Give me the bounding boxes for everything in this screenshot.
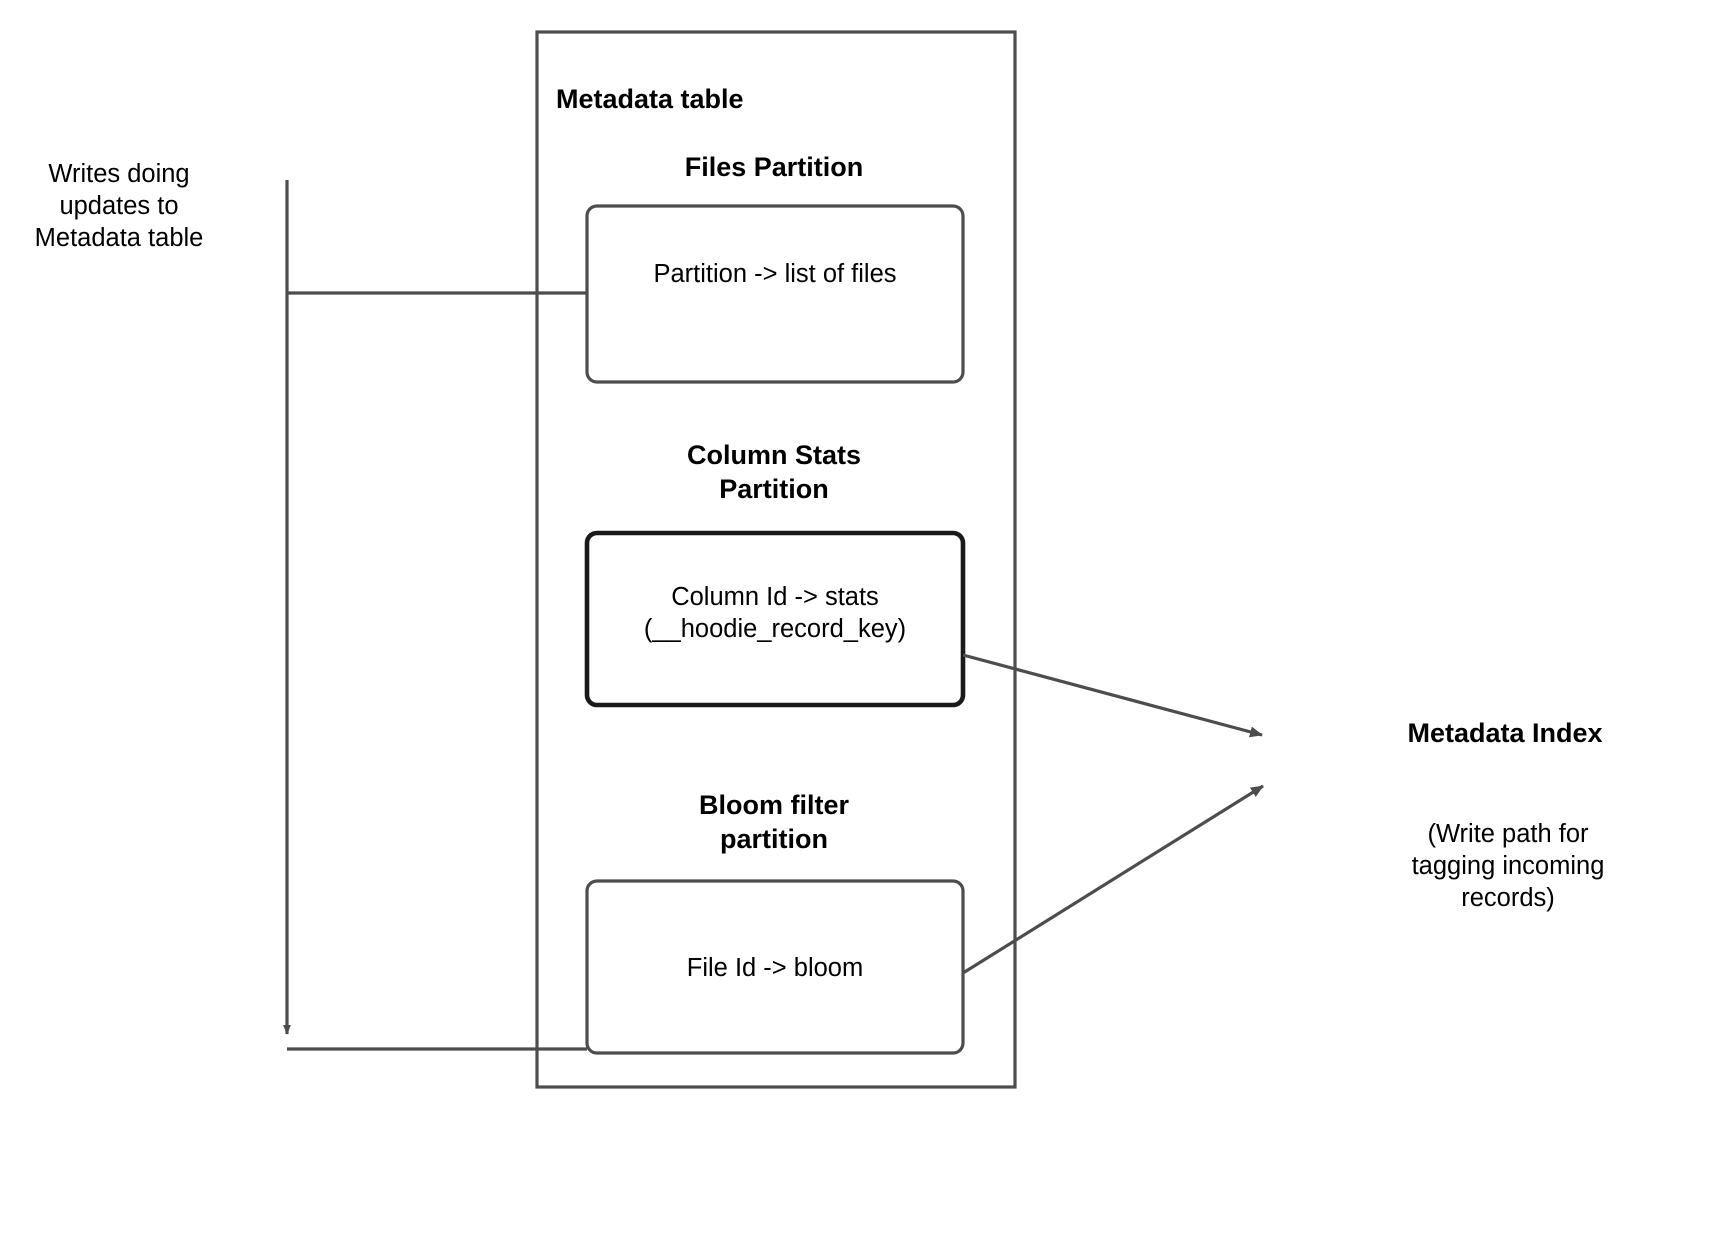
arrow-column-stats-to-metadata-index [962,653,1263,738]
column-stats-partition-box-label: Column Id -> stats (__hoodie_record_key) [643,583,907,644]
files-partition-heading: Files Partition [684,152,864,182]
bloom-filter-partition-heading: Bloom filter partition [698,790,849,855]
metadata-index-title: Metadata Index [1407,718,1603,748]
writes-annotation-label: Writes doing updates to Metadata table [34,160,204,253]
metadata-table-title: Metadata table [556,84,744,114]
metadata-table-outer-box [535,30,1017,1089]
files-partition-box-label: Partition -> list of files [653,260,897,288]
metadata-index-note: (Write path for tagging incoming records… [1411,820,1605,913]
arrow-bloom-filter-to-metadata-index [962,784,1264,975]
bloom-filter-partition-box-label: File Id -> bloom [686,954,864,982]
column-stats-partition-heading: Column Stats Partition [686,440,861,505]
files-partition-box [585,204,965,384]
